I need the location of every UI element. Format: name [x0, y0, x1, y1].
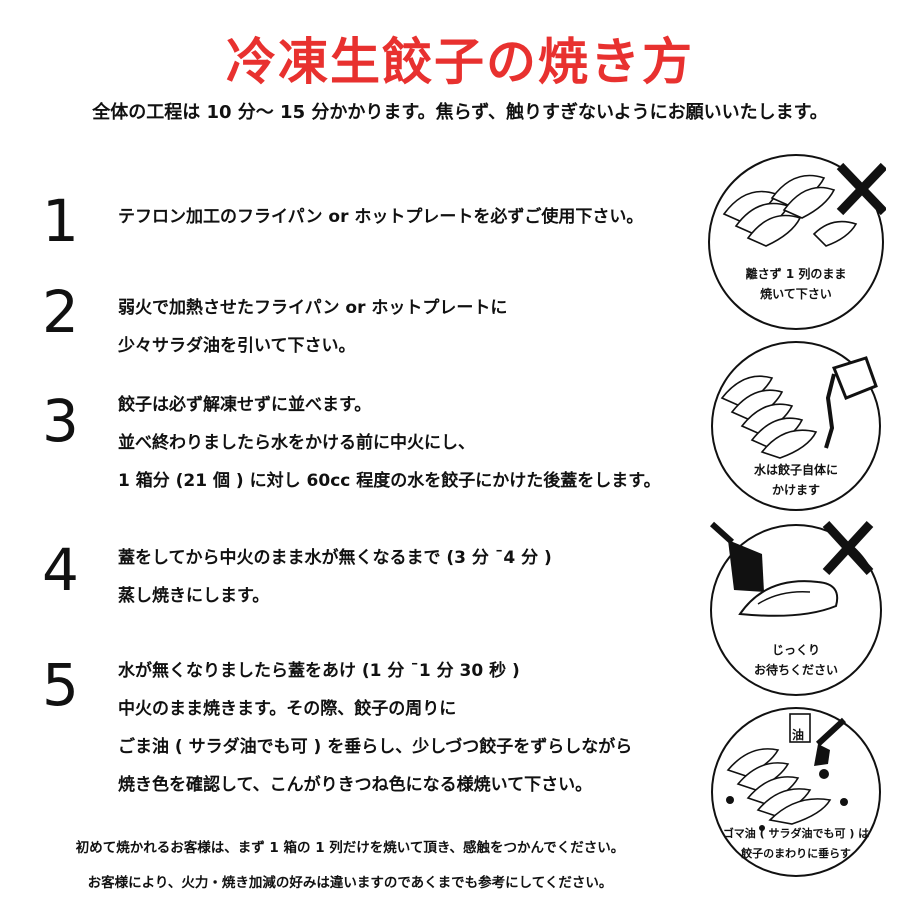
gyoza-water-pour-icon: [711, 341, 881, 511]
step-number: 5: [42, 651, 79, 719]
step-line: 少々サラダ油を引いて下さい。: [118, 336, 356, 356]
caption-line: お待ちください: [753, 663, 838, 677]
illustration-oil: 油 ゴマ油 ( サラダ油でも可 ) は 餃子のまわりに垂らす: [706, 704, 886, 877]
caption-line: 水は餃子自体に: [753, 463, 838, 477]
page-title: 冷凍生餃子の焼き方: [226, 33, 694, 91]
step-line: 餃子は必ず解凍せずに並べます。: [118, 395, 372, 415]
illustration-water: 水は餃子自体に かけます: [706, 338, 886, 511]
step-line: 並べ終わりましたら水をかける前に中火にし、: [118, 433, 475, 453]
step-line: 焼き色を確認して、こんがりきつね色になる様焼いて下さい。: [118, 775, 593, 795]
step-line: 水が無くなりましたら蓋をあけ (1 分 ¯1 分 30 秒 ): [118, 661, 520, 681]
caption-line: 離さず 1 列のまま: [745, 267, 847, 281]
note-preference: お客様により、火力・焼き加減の好みは違いますのであくまでも参考にしてください。: [87, 875, 613, 891]
illustration-caption: 離さず 1 列のまま 焼いて下さい: [706, 264, 886, 304]
step-text: 水が無くなりましたら蓋をあけ (1 分 ¯1 分 30 秒 ) 中火のまま焼きま…: [118, 652, 632, 804]
step-line: ごま油 ( サラダ油でも可 ) を垂らし、少しづつ餃子をずらしながら: [118, 737, 633, 757]
step-text: 蓋をしてから中火のまま水が無くなるまで (3 分 ¯4 分 ) 蒸し焼きにします…: [118, 539, 552, 615]
illustration-caption: 水は餃子自体に かけます: [706, 460, 886, 500]
caption-line: じっくり: [771, 643, 820, 657]
step-line: 弱火で加熱させたフライパン or ホットプレートに: [118, 298, 508, 318]
step-line: 中火のまま焼きます。その際、餃子の周りに: [118, 699, 457, 719]
caption-line: かけます: [771, 483, 820, 497]
step-number: 4: [42, 536, 79, 604]
caption-line: ゴマ油 ( サラダ油でも可 ) は: [722, 827, 870, 840]
illustration-caption: ゴマ油 ( サラダ油でも可 ) は 餃子のまわりに垂らす: [706, 824, 886, 864]
gyoza-oil-drip-icon: [711, 707, 881, 877]
caption-line: 餃子のまわりに垂らす: [741, 847, 851, 860]
step-number: 2: [42, 278, 79, 346]
gyoza-spatula-cross-icon: [709, 520, 882, 696]
step-line: 1 箱分 (21 個 ) に対し 60cc 程度の水を餃子にかけた後蓋をします。: [118, 471, 661, 491]
gyoza-rows-cross-icon: [708, 154, 886, 330]
page-subtitle: 全体の工程は 10 分～ 15 分かかります。焦らず、触りすぎないようにお願いい…: [92, 102, 828, 123]
step-text: 弱火で加熱させたフライパン or ホットプレートに 少々サラダ油を引いて下さい。: [118, 289, 507, 365]
oil-label: 油: [792, 728, 805, 742]
step-number: 3: [42, 387, 79, 455]
step-line: 蓋をしてから中火のまま水が無くなるまで (3 分 ¯4 分 ): [118, 548, 552, 568]
step-text: テフロン加工のフライパン or ホットプレートを必ずご使用下さい。: [118, 198, 643, 236]
note-first-time: 初めて焼かれるお客様は、まず 1 箱の 1 列だけを焼いて頂き、感触をつかんでく…: [75, 840, 625, 856]
step-number: 1: [42, 187, 79, 255]
illustration-caption: じっくり お待ちください: [706, 640, 886, 680]
caption-line: 焼いて下さい: [760, 287, 832, 301]
illustration-keep-rows: 離さず 1 列のまま 焼いて下さい: [706, 152, 886, 330]
illustration-wait: じっくり お待ちください: [706, 520, 886, 696]
step-line: 蒸し焼きにします。: [118, 586, 270, 606]
step-line: テフロン加工のフライパン or ホットプレートを必ずご使用下さい。: [118, 207, 644, 227]
step-text: 餃子は必ず解凍せずに並べます。 並べ終わりましたら水をかける前に中火にし、 1 …: [118, 386, 661, 500]
